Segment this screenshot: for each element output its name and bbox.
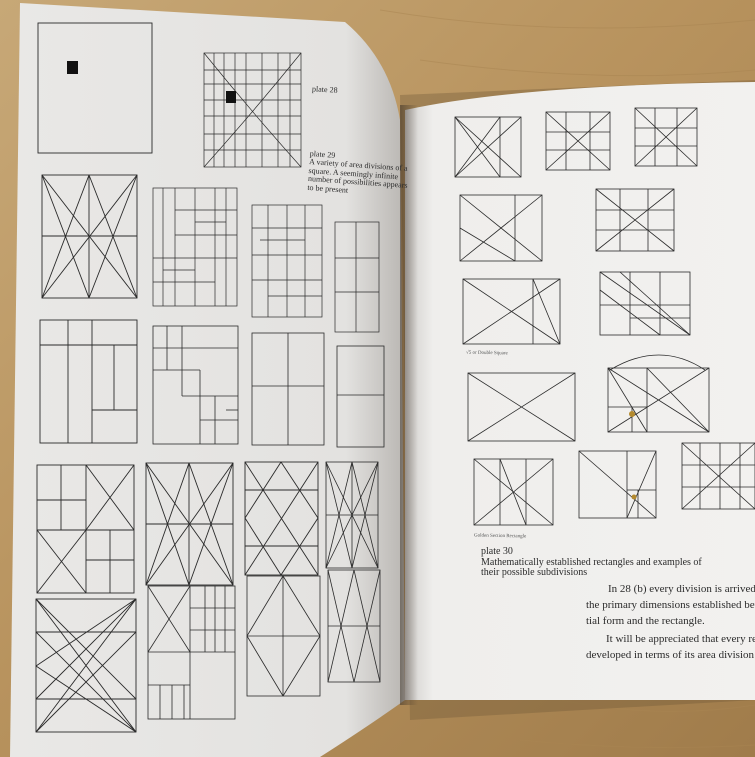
body-text-line-1: In 28 (b) every division is arrived at b… [608, 583, 755, 595]
body-text-line-2: the primary dimensions established betwe… [586, 599, 755, 611]
body-text-line-5: developed in terms of its area division … [586, 649, 755, 661]
body-text-line-4: It will be appreciated that every rectan… [606, 633, 755, 645]
body-text-line-3: tial form and the rectangle. [586, 615, 705, 627]
